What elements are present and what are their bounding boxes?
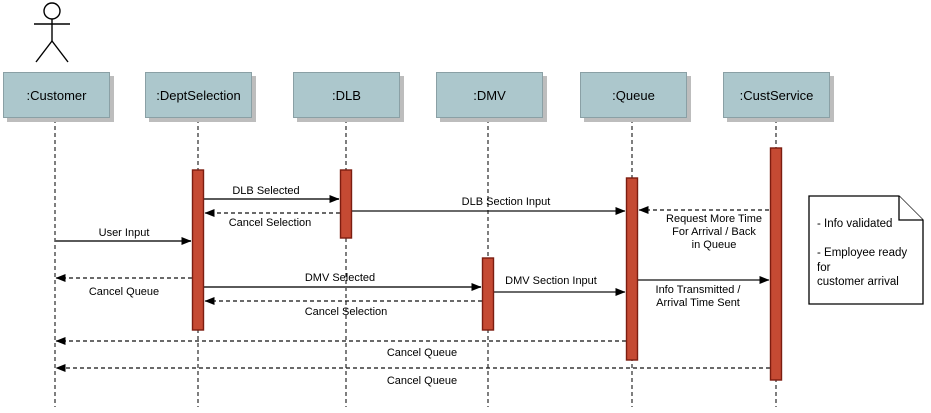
message-label-dlb-section-input: DLB Section Input — [461, 196, 551, 208]
message-label-cancel-selection-1: Cancel Selection — [228, 217, 312, 229]
message-label-dmv-selected: DMV Selected — [304, 272, 376, 284]
lifeline-head-dlb: :DLB — [293, 72, 400, 118]
lifeline-head-deptselection: :DeptSelection — [145, 72, 252, 118]
lifeline-head-dmv: :DMV — [436, 72, 543, 118]
lifeline-head-queue: :Queue — [580, 72, 687, 118]
customer-actor-icon — [34, 2, 70, 63]
lifeline-head-custservice: :CustService — [723, 72, 830, 118]
activation-bar-custservice — [769, 147, 783, 381]
message-label-dlb-selected: DLB Selected — [232, 185, 300, 197]
lifeline-head-label: :DLB — [332, 87, 361, 103]
note-text: - Info validated - Employee ready for cu… — [817, 218, 908, 288]
activation-bar-queue — [625, 177, 639, 361]
activation-bar-deptselection — [191, 169, 205, 331]
lifeline-head-label: :DeptSelection — [156, 87, 241, 103]
message-label-cancel-queue-bottom: Cancel Queue — [386, 375, 458, 387]
message-label-user-input: User Input — [98, 227, 150, 239]
message-label-dmv-section-input: DMV Section Input — [505, 275, 597, 287]
activation-bar-dlb — [339, 169, 353, 239]
activation-bars — [191, 147, 783, 381]
message-label-cancel-selection-2: Cancel Selection — [304, 306, 388, 318]
lifeline-head-customer: :Customer — [3, 72, 110, 118]
lifeline-head-label: :DMV — [473, 87, 506, 103]
lifelines — [54, 119, 777, 407]
messages — [55, 195, 770, 372]
message-label-cancel-queue-left: Cancel Queue — [88, 286, 160, 298]
note-shape — [808, 195, 924, 305]
lifeline-head-label: :Queue — [612, 87, 655, 103]
message-label-request-more-time: Request More Time For Arrival / Back in … — [666, 213, 762, 251]
lifeline-head-label: :CustService — [739, 87, 814, 103]
message-label-cancel-queue-mid: Cancel Queue — [386, 347, 458, 359]
activation-bar-dmv — [481, 257, 495, 331]
lifeline-head-label: :Customer — [26, 87, 87, 103]
message-label-info-transmitted: Info Transmitted / Arrival Time Sent — [655, 284, 741, 309]
